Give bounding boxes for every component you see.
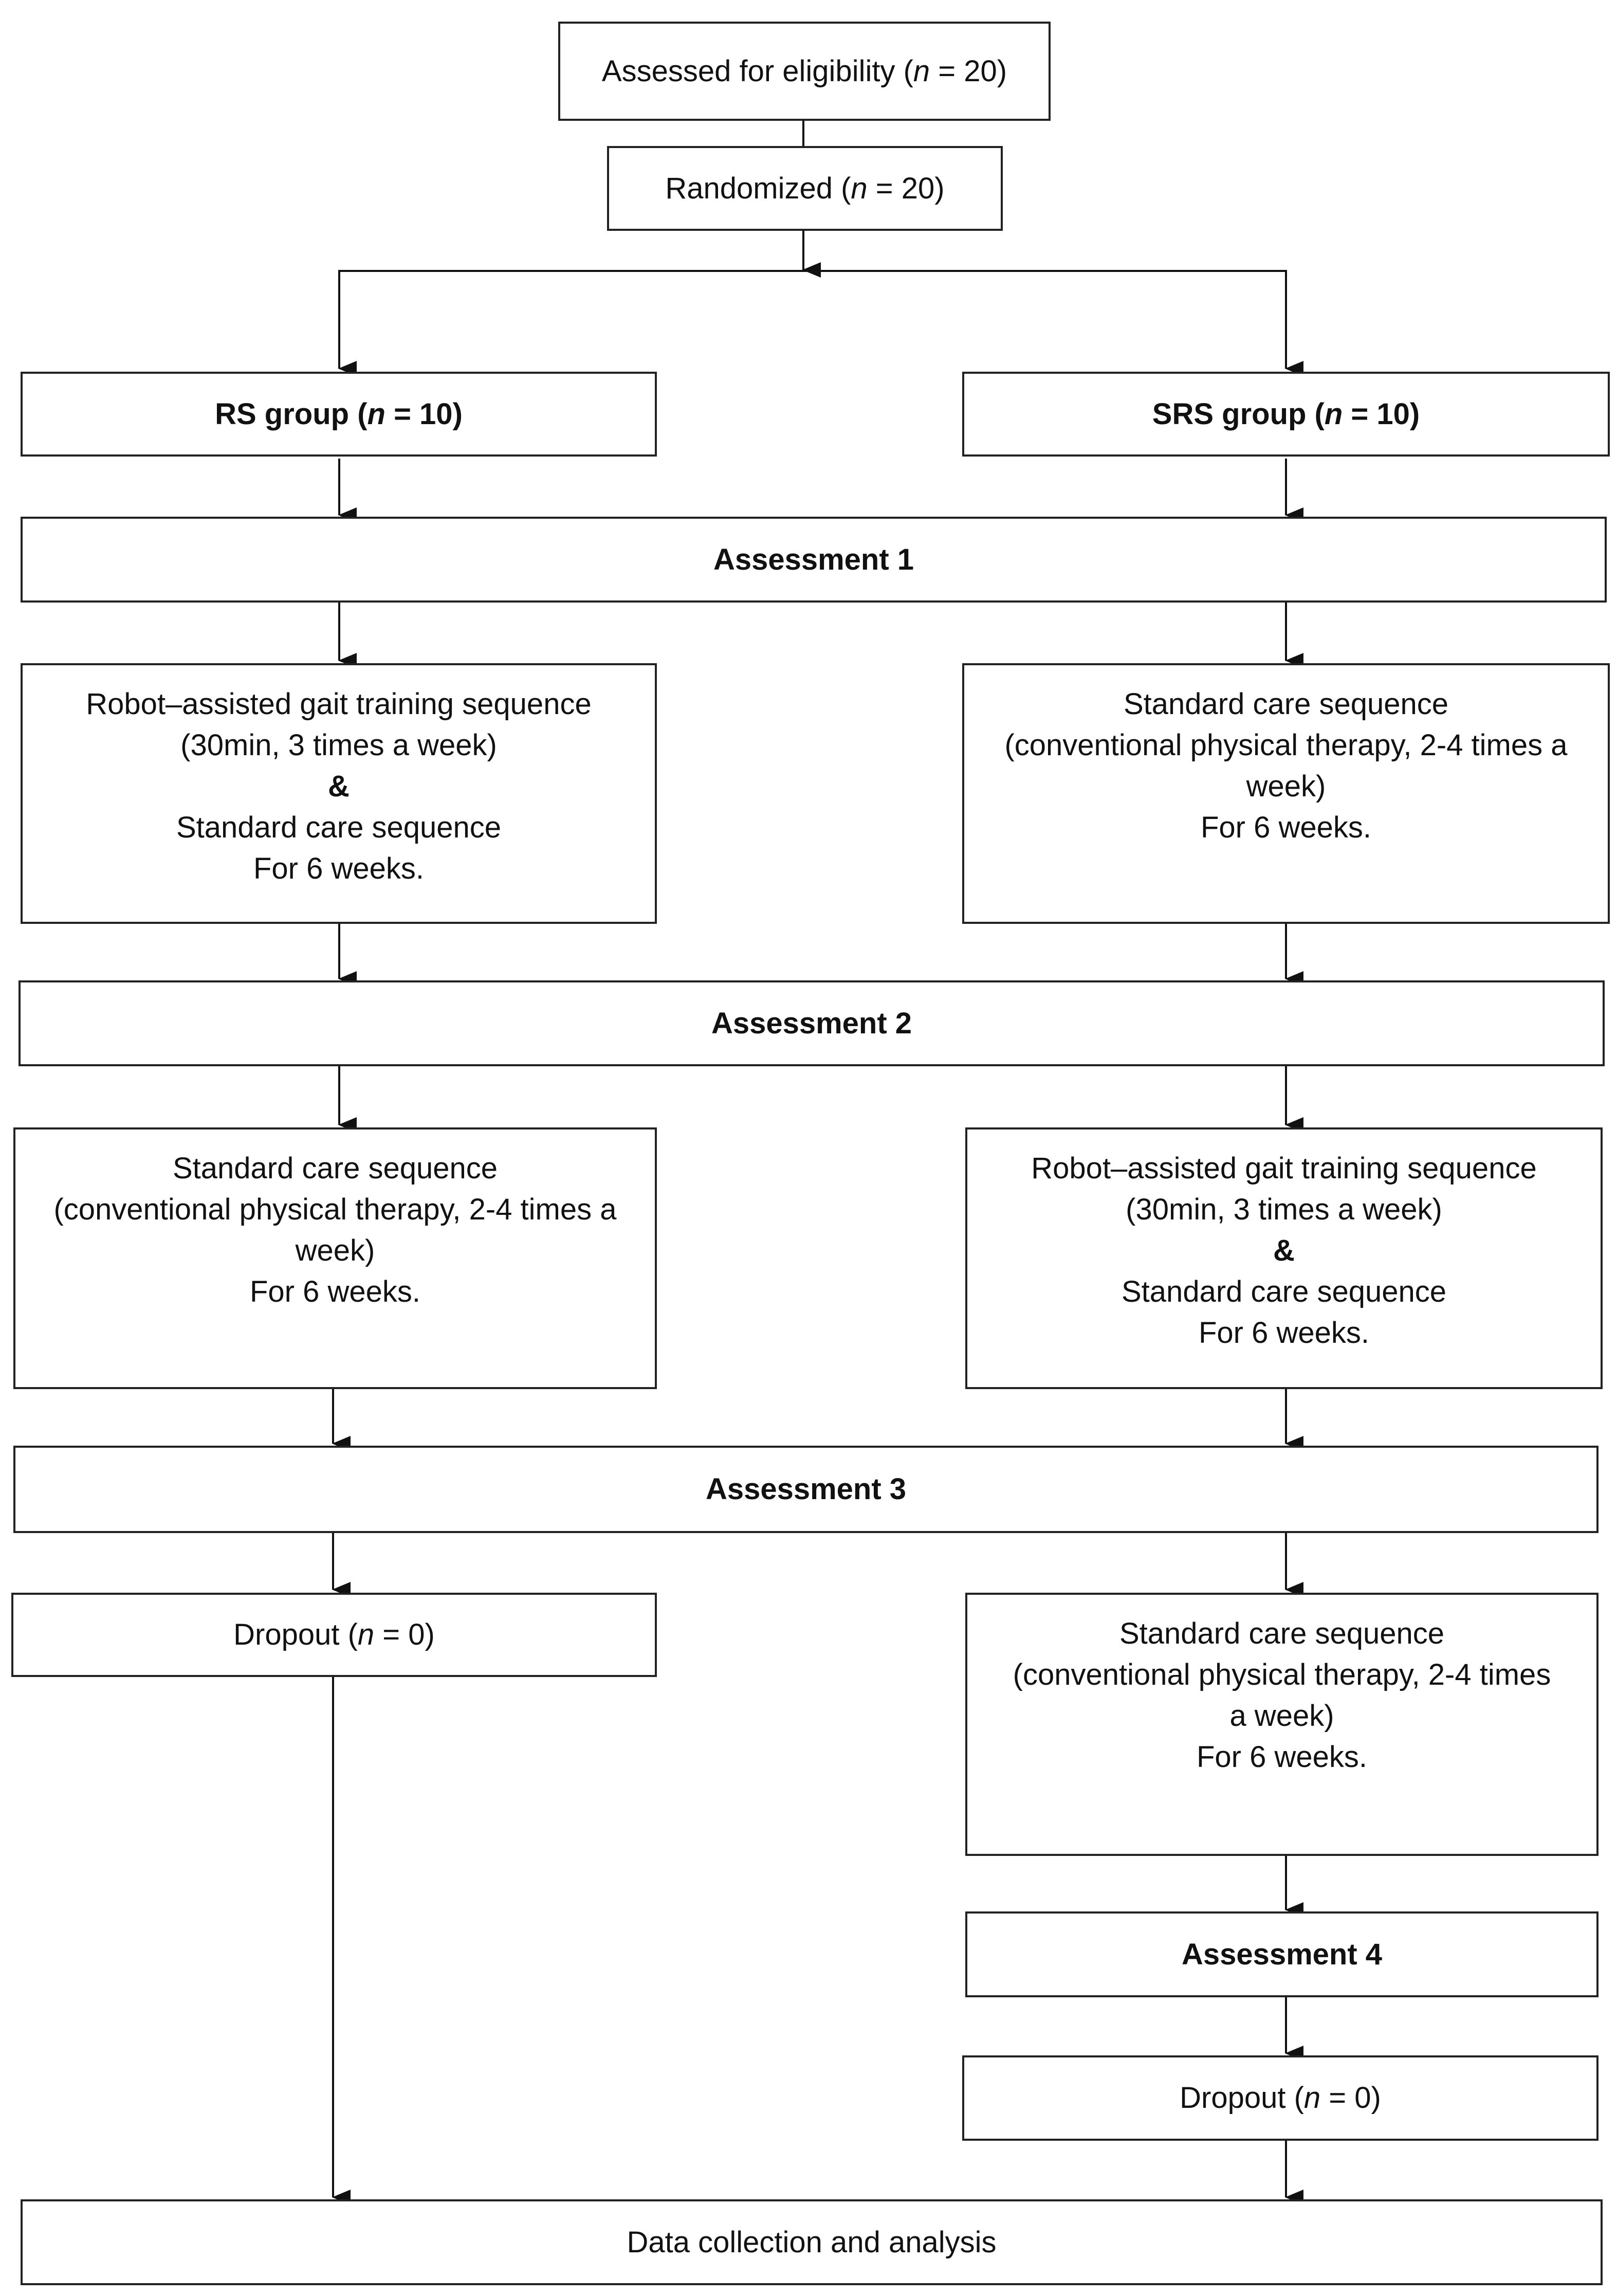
rs-phase1-ampersand: &	[328, 770, 350, 803]
srs-phase3-line-2: (conventional physical therapy, 2-4 time…	[1013, 1658, 1551, 1691]
srs-phase1-box: Standard care sequence (conventional phy…	[962, 663, 1610, 924]
srs-phase3-line-4: For 6 weeks.	[1196, 1740, 1367, 1774]
assessment-3-box: Assessment 3	[13, 1446, 1598, 1533]
srs-phase2-box: Robot–assisted gait training sequence (3…	[965, 1127, 1603, 1389]
srs-phase2-line-1: Robot–assisted gait training sequence	[1031, 1152, 1537, 1185]
rs-phase1-line-1: Robot–assisted gait training sequence	[86, 687, 592, 721]
assessment-2-label: Assessment 2	[711, 1006, 912, 1040]
assessment-4-box: Assessment 4	[965, 1911, 1598, 1997]
connector-split	[338, 270, 1303, 376]
srs-group-box: SRS group (n = 10)	[962, 372, 1610, 457]
rs-phase2-box: Standard care sequence (conventional phy…	[13, 1127, 657, 1389]
srs-dropout-label: Dropout (n = 0)	[1180, 2081, 1381, 2115]
eligibility-box: Assessed for eligibility (n = 20)	[558, 22, 1051, 121]
rs-phase1-box: Robot–assisted gait training sequence (3…	[21, 663, 657, 924]
rs-dropout-box: Dropout (n = 0)	[11, 1593, 657, 1677]
assessment-4-label: Assessment 4	[1181, 1937, 1383, 1971]
srs-phase2-line-4: For 6 weeks.	[1199, 1316, 1369, 1350]
rs-phase1-line-3: Standard care sequence	[176, 811, 501, 844]
randomized-label: Randomized (n = 20)	[665, 171, 945, 205]
rs-phase1-line-4: For 6 weeks.	[253, 852, 424, 885]
rs-phase2-line-3: week)	[295, 1234, 375, 1267]
srs-group-label: SRS group (n = 10)	[1152, 397, 1420, 431]
data-collection-box: Data collection and analysis	[21, 2199, 1603, 2285]
srs-phase3-line-3: a week)	[1229, 1699, 1334, 1733]
srs-phase3-line-1: Standard care sequence	[1119, 1617, 1444, 1650]
srs-dropout-box: Dropout (n = 0)	[962, 2055, 1598, 2141]
srs-phase2-line-3: Standard care sequence	[1122, 1275, 1446, 1308]
assessment-3-label: Assessment 3	[705, 1472, 907, 1506]
srs-phase1-line-1: Standard care sequence	[1123, 687, 1448, 721]
assessment-1-label: Assessment 1	[713, 542, 914, 576]
randomized-box: Randomized (n = 20)	[607, 146, 1003, 231]
assessment-1-box: Assessment 1	[21, 517, 1607, 603]
srs-phase2-line-2: (30min, 3 times a week)	[1126, 1193, 1442, 1226]
srs-phase2-ampersand: &	[1273, 1234, 1295, 1267]
rs-phase2-line-1: Standard care sequence	[172, 1152, 498, 1185]
rs-phase1-line-2: (30min, 3 times a week)	[180, 728, 497, 762]
rs-group-box: RS group (n = 10)	[21, 372, 657, 457]
srs-phase3-box: Standard care sequence (conventional phy…	[965, 1593, 1598, 1856]
rs-group-label: RS group (n = 10)	[215, 397, 463, 431]
srs-phase1-line-3: week)	[1246, 770, 1326, 803]
rs-phase2-line-4: For 6 weeks.	[249, 1275, 420, 1308]
srs-phase1-line-2: (conventional physical therapy, 2-4 time…	[1004, 728, 1568, 762]
eligibility-label: Assessed for eligibility (n = 20)	[601, 54, 1007, 88]
assessment-2-box: Assessment 2	[19, 980, 1605, 1066]
data-collection-label: Data collection and analysis	[627, 2225, 997, 2259]
rs-phase2-line-2: (conventional physical therapy, 2-4 time…	[53, 1193, 617, 1226]
srs-phase1-line-4: For 6 weeks.	[1200, 811, 1371, 844]
rs-dropout-label: Dropout (n = 0)	[233, 1618, 435, 1651]
